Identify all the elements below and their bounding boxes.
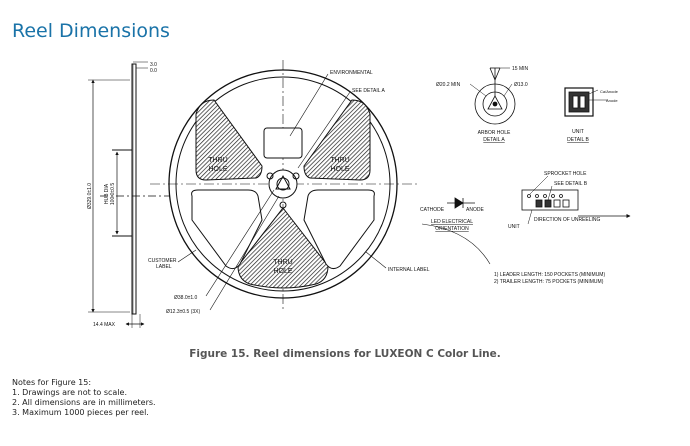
unit-label: UNIT [572, 129, 584, 135]
direction-unreeling-label: DIRECTION OF UNREELING [534, 217, 601, 223]
customer-label-text: CUSTOMER [148, 258, 177, 264]
hub-dia-label: HUB DIA [104, 183, 110, 204]
sprocket-hole-label: SPROCKET HOLE [544, 171, 587, 177]
tape-strip [421, 175, 631, 265]
see-detail-a-label: SEE DETAIL A [352, 88, 385, 94]
customer-label-text-2: LABEL [156, 264, 172, 270]
see-detail-b-label: SEE DETAIL B [554, 181, 588, 187]
thru-hole-right-label: THRU [330, 157, 349, 164]
thru-hole-window-bottom [237, 207, 329, 289]
thru-hole-bottom-label: THRU [273, 259, 292, 266]
min-20-label: Ø20.2 MIN [436, 82, 461, 88]
anode-label: ANODE [466, 207, 484, 213]
note-item: 3. Maximum 1000 pieces per reel. [12, 408, 149, 417]
page-title: Reel Dimensions [12, 20, 170, 42]
anode-small-label: Anode [606, 98, 618, 103]
hub-dia-value: 100.0±0.5 [110, 183, 116, 205]
arbor-hole-label: ARBOR HOLE [478, 130, 511, 136]
unit-arrow-label: UNIT [508, 224, 520, 230]
reel-side-view [88, 61, 170, 328]
leader-length-label: 1) LEADER LENGTH: 150 POCKETS (MINIMUM) [494, 272, 605, 278]
outer-dia-label: Ø329.0±1.0 [87, 183, 93, 209]
thru-hole-left-label: THRU [208, 157, 227, 164]
detail-a-arbor-hole [469, 67, 516, 125]
figure-notes: Notes for Figure 15: 1. Drawings are not… [12, 378, 156, 418]
thru-hole-bottom-label-2: HOLE [273, 268, 292, 275]
led-orientation-label-2: ORIENTATION [435, 226, 469, 232]
thru-hole-window-right [303, 99, 371, 181]
max-thickness-label: 14.4 MAX [93, 322, 116, 328]
figure-caption: Figure 15. Reel dimensions for LUXEON C … [189, 348, 501, 360]
trailer-length-label: 2) TRAILER LENGTH: 75 POCKETS (MINIMUM) [494, 279, 604, 285]
detail-a-label: DETAIL A [483, 137, 505, 143]
cathode-label: CATHODE [420, 207, 445, 213]
note-item: 2. All dimensions are in millimeters. [12, 398, 156, 407]
dia-38-label: Ø38.0±1.0 [174, 295, 198, 301]
dim-top-label: 3.0 [150, 62, 157, 68]
dim-top-label-2: 0.0 [150, 68, 157, 74]
detail-b-unit [564, 87, 608, 117]
min-15-label: 15 MIN [512, 66, 529, 72]
environmental-label: ENVIRONMENTAL [330, 70, 373, 76]
thru-hole-left-label-2: HOLE [208, 166, 227, 173]
ca-anode-label: Ca/Anode [600, 89, 619, 94]
reel-front-view [150, 60, 420, 311]
detail-b-label: DETAIL B [567, 137, 589, 143]
dia-12-label: Ø12.3±0.5 (3X) [166, 309, 200, 315]
thru-hole-right-label-2: HOLE [330, 166, 349, 173]
internal-label-text: INTERNAL LABEL [388, 267, 430, 273]
dia-13-label: Ø13.0 [514, 82, 528, 88]
note-item: 1. Drawings are not to scale. [12, 388, 128, 397]
led-orientation-label: LED ELECTRICAL [431, 219, 473, 225]
notes-heading: Notes for Figure 15: [12, 378, 92, 387]
